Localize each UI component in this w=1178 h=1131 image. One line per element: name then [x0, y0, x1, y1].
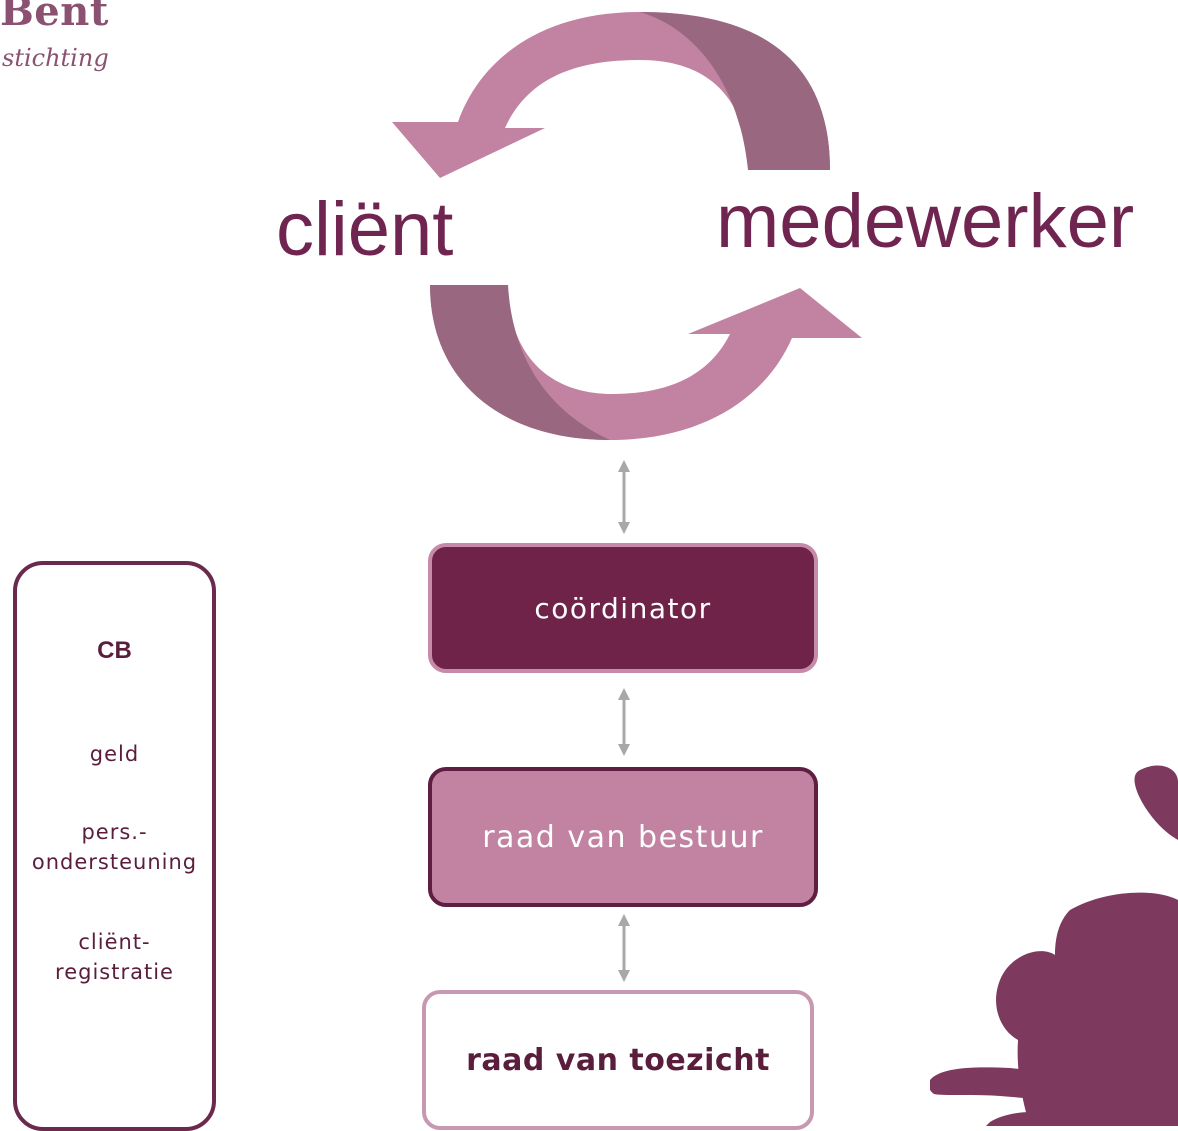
raad-van-bestuur-box: raad van bestuur — [428, 767, 818, 907]
double-arrow-icon — [618, 688, 630, 756]
logo-subtitle: stichting — [2, 44, 109, 72]
cb-item-line: geld — [89, 742, 140, 766]
cb-panel: CB geld pers.- ondersteuning cliënt- reg… — [13, 561, 216, 1131]
cycle-arrow-top-shade — [640, 12, 830, 170]
cb-item-line: ondersteuning — [31, 850, 198, 874]
raad-van-toezicht-box: raad van toezicht — [422, 990, 814, 1130]
raad-van-toezicht-label: raad van toezicht — [466, 1042, 770, 1078]
coordinator-box: coördinator — [428, 543, 818, 673]
mascot-silhouette-icon — [930, 765, 1178, 1126]
cycle-arrows — [392, 12, 862, 440]
double-arrow-icon — [618, 914, 630, 982]
raad-van-bestuur-label: raad van bestuur — [482, 819, 764, 855]
cb-item-line: cliënt- — [78, 930, 151, 954]
cb-title: CB — [97, 637, 132, 664]
cb-item-pers-ondersteuning: pers.- ondersteuning — [17, 817, 212, 877]
logo-name: Bent — [0, 0, 109, 35]
cycle-arrow-bottom-shade — [430, 285, 610, 440]
cb-item-line: registratie — [55, 960, 174, 984]
double-arrow-icon — [618, 460, 630, 534]
client-label: cliënt — [276, 187, 454, 272]
coordinator-label: coördinator — [534, 591, 712, 625]
cb-item-geld: geld — [17, 739, 212, 769]
cb-item-client-registratie: cliënt- registratie — [17, 927, 212, 987]
cb-item-line: pers.- — [81, 820, 148, 844]
medewerker-label: medewerker — [716, 179, 1135, 264]
